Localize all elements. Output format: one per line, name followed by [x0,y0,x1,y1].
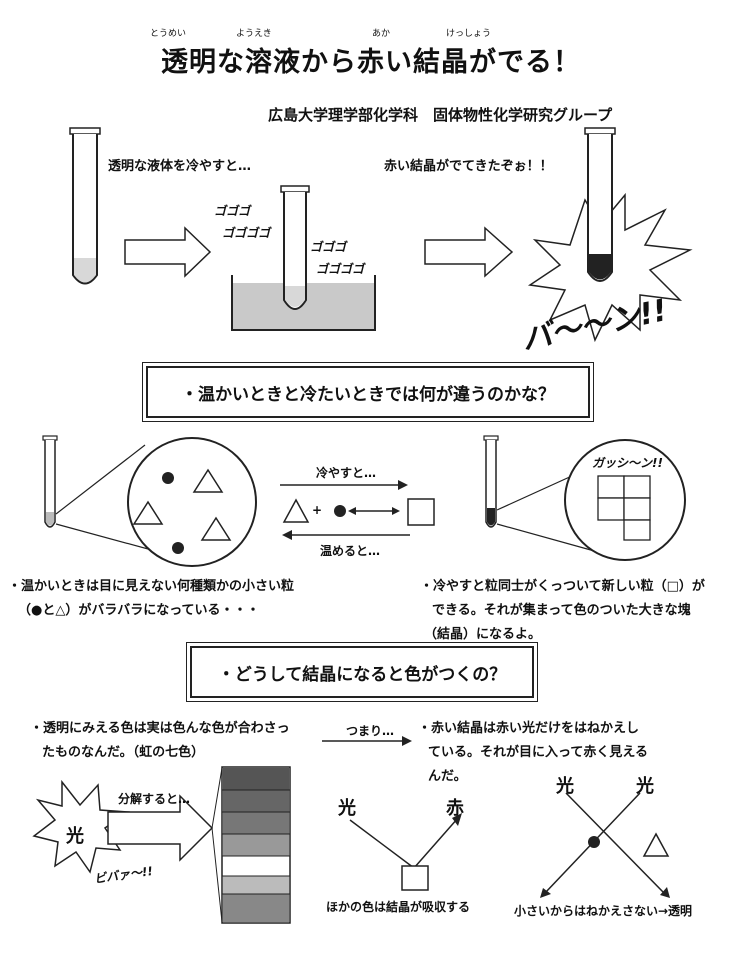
sfx-gasshin: ガッシ〜ン!! [592,456,663,470]
small-dot-particle [588,836,600,848]
plus-sign: + [312,503,323,517]
spectrum-bar [221,766,291,924]
note-warm-1: ・温かいときは目に見えない何種類かの小さい粒 [8,579,295,594]
note-red-2: ている。それが目に入って赤く見える [428,745,648,760]
label-bunkai: 分解すると… [118,792,191,806]
square-product [407,498,435,526]
label-light-incoming: 光 [338,798,356,819]
dot-particle [172,542,184,554]
triangle-particle [192,468,224,493]
ruby-2: ようえき [236,29,272,39]
test-tube-cold [483,435,499,528]
caption-transparent: 小さいからはねかえさない→透明 [514,904,693,918]
caption-cool-liquid: 透明な液体を冷やすと… [108,159,252,174]
test-tube-cooling [280,185,310,310]
label-cooling: 冷やすと… [316,466,377,480]
test-tube-warm [42,435,58,528]
ruby-3: あか [372,29,391,39]
note-transparent-1: ・透明にみえる色は実は色んな色が合わさっ [30,721,290,736]
heading-why-colored: ・どうして結晶になると色がつくの？ [186,642,538,702]
note-cold-1: ・冷やすと粒同士がくっついて新しい粒（□）が [420,579,705,594]
triangle-reactant [282,498,310,523]
triangle-particle [132,500,164,525]
sfx-gogogo: ゴゴゴ [310,240,347,254]
sfx-gogogo: ゴゴゴゴ [222,226,271,240]
ruby-4: けっしょう [446,29,492,39]
dot-reactant [334,505,346,517]
note-cold-2: できる。それが集まって色のついた大きな塊 [432,603,691,618]
arrow-right-2 [424,226,514,278]
note-warm-2: （●と△）がバラバラになっている・・・ [18,603,260,618]
label-tsumari: つまり… [346,724,395,738]
arrow-right-1 [124,226,212,278]
label-red-reflected: 赤 [446,798,464,819]
caption-red-crystal: 赤い結晶がでてきたぞぉ！！ [384,159,553,174]
note-red-1: ・赤い結晶は赤い光だけをはねかえし [418,721,640,736]
note-cold-3: （結晶）になるよ。 [424,627,542,642]
test-tube-red [584,127,616,282]
sfx-gogogo: ゴゴゴゴ [316,262,365,276]
test-tube-clear [69,127,101,285]
label-light-right: 光 [636,776,654,797]
dot-particle [162,472,174,484]
label-light-left: 光 [556,776,574,797]
label-warming: 温めると… [320,544,381,558]
small-triangle-particle [642,832,670,857]
triangle-particle [200,516,232,541]
note-red-3: んだ。 [428,769,467,784]
affiliation: 広島大学理学部化学科 固体物性化学研究グループ [268,106,613,124]
ruby-1: とうめい [150,29,187,39]
arrow-to-spectrum [107,794,214,862]
label-light: 光 [66,826,84,847]
crystal-square [401,865,429,891]
sfx-gogogo: ゴゴゴ [214,204,251,218]
light-burst [32,779,131,874]
page-title: 透明な溶液から赤い結晶がでる！ [161,47,581,78]
caption-absorb: ほかの色は結晶が吸収する [326,900,471,914]
note-transparent-2: たものなんだ。（虹の七色） [42,745,205,760]
heading-warm-vs-cold: ・温かいときと冷たいときでは何が違うのかな？ [142,362,594,422]
